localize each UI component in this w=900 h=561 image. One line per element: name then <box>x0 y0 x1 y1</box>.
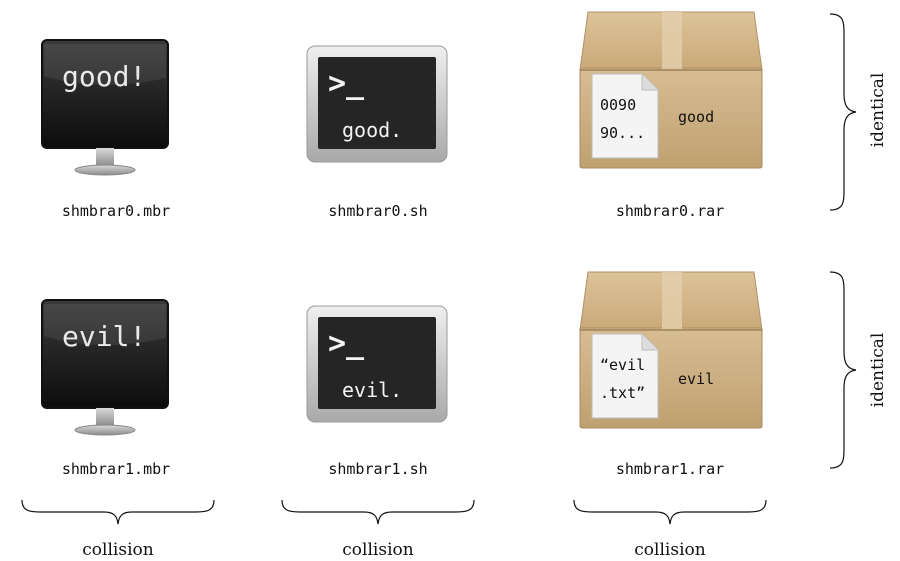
monitor-icon <box>41 39 169 176</box>
identical-brace <box>829 13 857 211</box>
identical-brace <box>829 271 857 469</box>
file-icon <box>591 333 659 419</box>
identical-label: identical <box>868 72 888 148</box>
identical-label: identical <box>868 332 888 408</box>
collision-brace <box>281 499 475 525</box>
terminal-prompt: >_ <box>328 326 365 361</box>
terminal-text: evil. <box>342 378 403 402</box>
terminal-icon <box>306 45 448 163</box>
filename-sh: shmbrar1.sh <box>328 460 428 478</box>
monitor-screen-text: evil! <box>62 320 147 353</box>
filename-mbr: shmbrar1.mbr <box>61 460 171 478</box>
filename-sh: shmbrar0.sh <box>328 202 428 220</box>
terminal-prompt: >_ <box>328 66 365 101</box>
terminal-icon <box>306 305 448 423</box>
collision-label: collision <box>82 540 154 560</box>
collision-label: collision <box>634 540 706 560</box>
filename-mbr: shmbrar0.mbr <box>61 202 171 220</box>
collision-brace <box>21 499 215 525</box>
collision-label: collision <box>342 540 414 560</box>
monitor-screen-text: good! <box>62 60 147 93</box>
file-content-line1: “evil <box>600 356 646 374</box>
file-content-line2: 90... <box>600 124 646 142</box>
file-icon <box>591 73 659 159</box>
monitor-icon <box>41 299 169 436</box>
archive-label: evil <box>678 370 715 388</box>
file-content-line1: 0090 <box>600 96 637 114</box>
archive-label: good <box>678 108 715 126</box>
filename-rar: shmbrar0.rar <box>615 202 725 220</box>
filename-rar: shmbrar1.rar <box>615 460 725 478</box>
terminal-text: good. <box>342 118 403 142</box>
file-content-line2: .txt” <box>600 384 646 402</box>
collision-brace <box>573 499 767 525</box>
